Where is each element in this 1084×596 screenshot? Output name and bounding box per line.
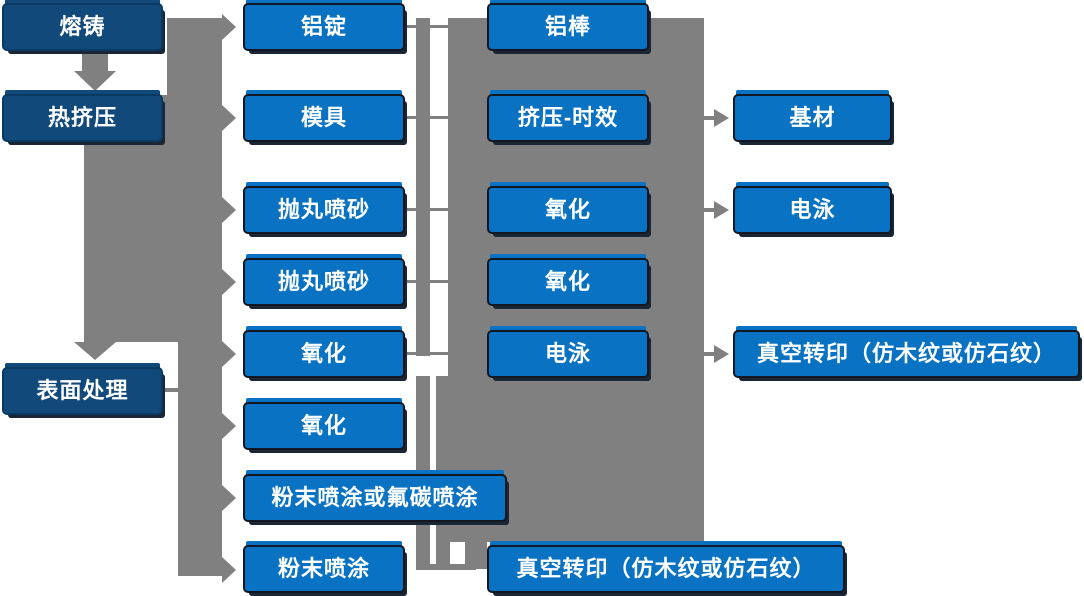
node-oxidation-c: 氧化: [487, 186, 649, 234]
arrow-to-aluminum-ingot-icon: [222, 14, 236, 40]
node-powder-coating: 粉末喷涂: [243, 545, 405, 593]
surface-treatment-link: [163, 388, 178, 392]
melt-to-extrusion-arrowhead-icon: [74, 71, 116, 91]
node-powder-or-fluorocarbon-coating: 粉末喷涂或氟碳喷涂: [243, 474, 507, 522]
electrophoresis-a-label: 电泳: [544, 341, 591, 366]
stub-row-oxidation-a: [407, 352, 448, 355]
node-mold: 模具: [243, 94, 405, 142]
left-spine-lower: [178, 338, 222, 576]
arrow-to-oxidation-a-icon: [222, 341, 236, 367]
node-oxidation-d: 氧化: [487, 258, 649, 306]
mid-bar-lower-left: [416, 376, 430, 568]
powder-or-fluorocarbon-coating-label: 粉末喷涂或氟碳喷涂: [271, 485, 479, 510]
node-aluminum-ingot: 铝锭: [243, 3, 405, 51]
shot-blasting-1-label: 抛丸喷砂: [277, 197, 370, 222]
node-electrophoresis-a: 电泳: [487, 330, 649, 378]
base-material-label: 基材: [789, 105, 836, 130]
powder-coating-label: 粉末喷涂: [277, 556, 370, 581]
arrow-to-mold-icon: [222, 105, 236, 131]
node-electrophoresis-b: 电泳: [733, 186, 892, 234]
mid-bar-upper: [416, 18, 430, 356]
arrow-vacuum-transfer-head-icon: [714, 345, 729, 363]
node-vacuum-transfer-bottom: 真空转印（仿木纹或仿石纹）: [487, 545, 845, 593]
arrow-to-oxidation-b-icon: [222, 413, 236, 439]
node-oxidation-b: 氧化: [243, 402, 405, 450]
node-surface-treatment: 表面处理: [2, 367, 163, 415]
electrophoresis-b-label: 电泳: [789, 197, 836, 222]
center-block-descender: [465, 540, 487, 569]
node-hot-extrusion: 热挤压: [2, 94, 163, 142]
arrow-electrophoresis-head-icon: [714, 201, 729, 219]
bottom-stub: [416, 564, 476, 570]
oxidation-a-label: 氧化: [300, 341, 347, 366]
arrow-to-powder-coating-wide-icon: [222, 485, 236, 511]
surface-treatment-label: 表面处理: [36, 378, 129, 403]
node-shot-blasting-1: 抛丸喷砂: [243, 186, 405, 234]
oxidation-b-label: 氧化: [300, 413, 347, 438]
node-shot-blasting-2: 抛丸喷砂: [243, 258, 405, 306]
arrow-to-shot-blasting-2-icon: [222, 269, 236, 295]
node-aluminum-rod: 铝棒: [487, 3, 649, 51]
arrow-vacuum-transfer-shaft: [704, 352, 715, 356]
node-oxidation-a: 氧化: [243, 330, 405, 378]
hot-extrusion-label: 热挤压: [47, 105, 117, 130]
melting-casting-label: 熔铸: [59, 14, 106, 39]
arrow-electrophoresis-shaft: [704, 208, 715, 212]
extrusion-aging-label: 挤压-时效: [517, 105, 619, 130]
vacuum-transfer-bottom-label: 真空转印（仿木纹或仿石纹）: [516, 556, 816, 581]
oxidation-d-label: 氧化: [544, 269, 591, 294]
melt-to-extrusion-shaft: [82, 51, 108, 72]
arrow-base-material-head-icon: [714, 109, 729, 127]
spine-to-surface-arrowhead-icon: [74, 342, 116, 360]
stub-row-ingot: [407, 25, 448, 28]
oxidation-c-label: 氧化: [544, 197, 591, 222]
arrow-to-shot-blasting-1-icon: [222, 197, 236, 223]
node-vacuum-transfer-right: 真空转印（仿木纹或仿石纹）: [733, 330, 1080, 378]
stub-row-shot-blasting-2: [407, 280, 448, 283]
node-extrusion-aging: 挤压-时效: [487, 94, 649, 142]
node-melting-casting: 熔铸: [2, 3, 163, 51]
mid-bar-lower-right: [436, 376, 450, 568]
stub-row-mold: [407, 116, 448, 119]
shot-blasting-2-label: 抛丸喷砂: [277, 269, 370, 294]
arrow-to-powder-coating-icon: [222, 557, 236, 583]
vacuum-transfer-right-label: 真空转印（仿木纹或仿石纹）: [756, 341, 1056, 366]
mold-label: 模具: [300, 105, 347, 130]
aluminum-rod-label: 铝棒: [544, 14, 591, 39]
aluminum-ingot-label: 铝锭: [300, 14, 347, 39]
node-base-material: 基材: [733, 94, 892, 142]
stub-row-shot-blasting-1: [407, 208, 448, 211]
arrow-base-material-shaft: [704, 116, 715, 120]
